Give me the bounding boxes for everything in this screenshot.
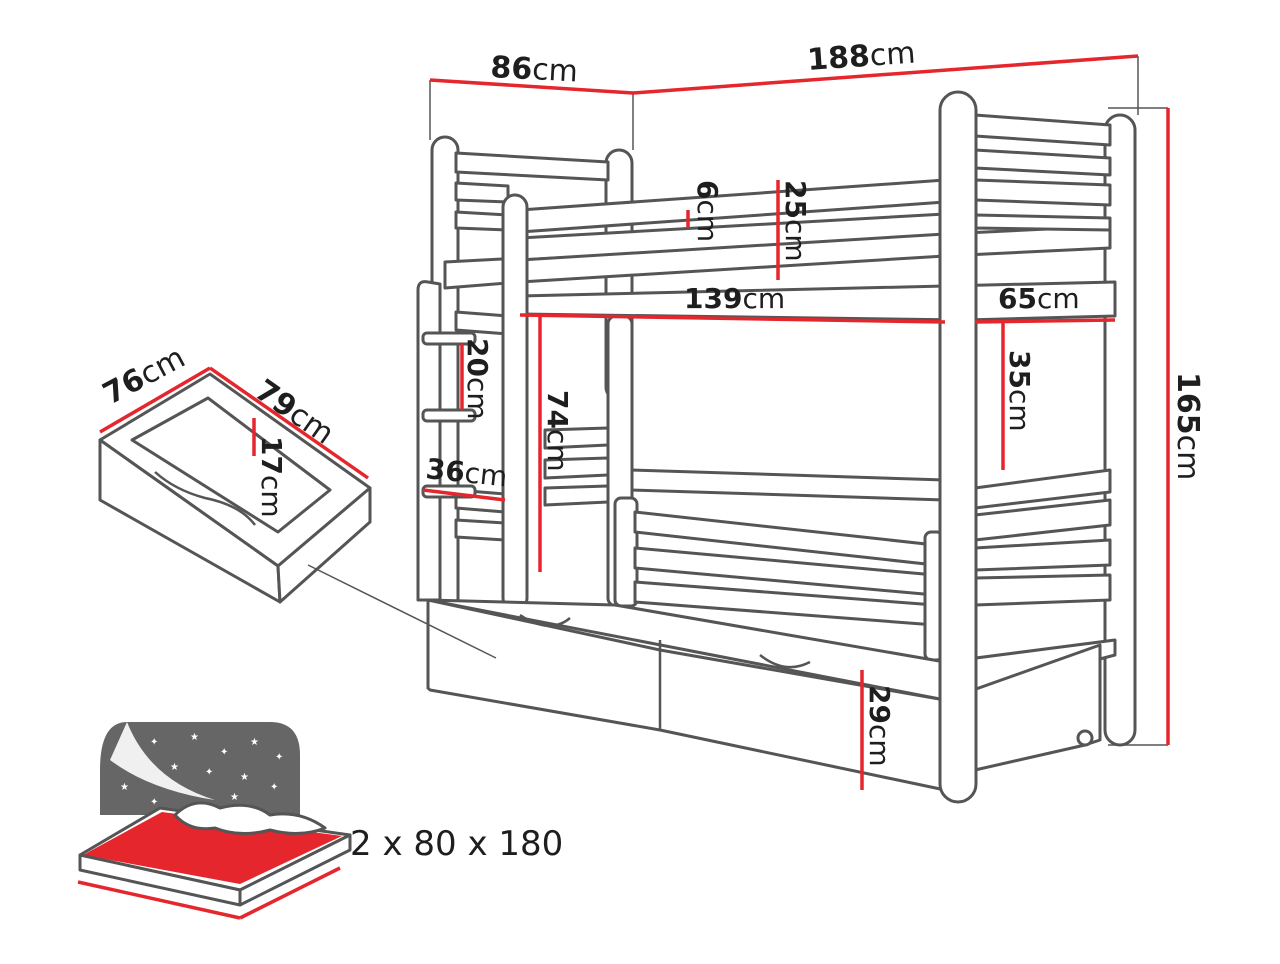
svg-text:✦: ✦ <box>270 782 278 793</box>
dim-17: 17cm <box>255 436 288 518</box>
star-icon: ✦ ★ ✦ ★ ✦ ★ ✦ ★ ✦ ★ ✦ ★ <box>120 732 283 808</box>
mattress-size-label: 2 x 80 x 180 <box>350 824 563 864</box>
front-right-post <box>938 90 978 804</box>
dim-65: 65cm <box>998 282 1080 315</box>
drawer-icon <box>98 366 497 659</box>
lower-back-rails <box>543 426 1112 607</box>
dim-165: 165cm <box>1170 372 1205 480</box>
bunk-bed <box>416 90 1137 804</box>
night-panel <box>100 722 300 815</box>
mattress-icon: ✦ ★ ✦ ★ ✦ ★ ✦ ★ ✦ ★ ✦ ★ <box>77 722 352 920</box>
dim-36: 36cm <box>424 452 509 493</box>
svg-text:★: ★ <box>170 762 179 773</box>
svg-text:✦: ✦ <box>150 797 158 808</box>
svg-text:✦: ✦ <box>220 747 228 758</box>
dim-139: 139cm <box>684 282 785 315</box>
svg-text:★: ★ <box>240 772 249 783</box>
ladder <box>416 280 477 602</box>
svg-text:✦: ✦ <box>275 752 283 763</box>
svg-text:★: ★ <box>120 782 129 793</box>
dim-74: 74cm <box>541 390 574 472</box>
bed-base <box>426 598 1117 792</box>
front-left-post <box>501 193 529 612</box>
svg-text:✦: ✦ <box>150 737 158 748</box>
dim-25: 25cm <box>779 180 812 262</box>
svg-text:✦: ✦ <box>205 767 213 778</box>
dim-188: 188cm <box>806 36 917 78</box>
svg-text:★: ★ <box>250 737 259 748</box>
svg-text:★: ★ <box>230 792 239 803</box>
dimension-lines <box>422 54 1170 790</box>
dim-29: 29cm <box>863 685 896 767</box>
dimension-labels: 86cm 188cm 165cm 6cm 25cm 139cm 65cm 35c… <box>424 36 1205 767</box>
dim-20: 20cm <box>461 338 494 420</box>
right-headboard-upper <box>973 113 1112 232</box>
dim-35: 35cm <box>1003 350 1036 432</box>
dim-86: 86cm <box>490 50 579 90</box>
svg-text:★: ★ <box>190 732 199 743</box>
dim-6: 6cm <box>691 180 724 242</box>
